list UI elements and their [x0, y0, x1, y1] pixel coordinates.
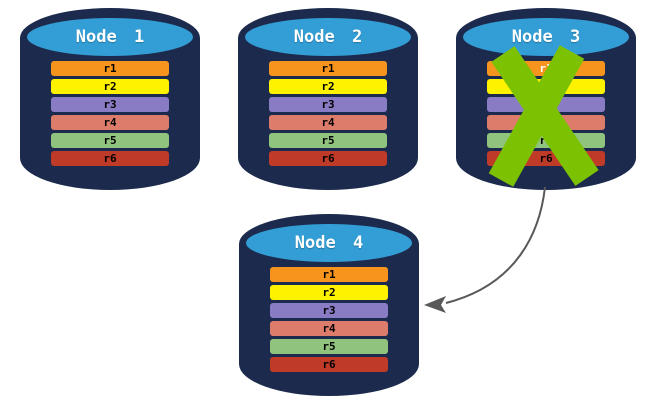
replica-row: r5: [269, 133, 387, 148]
node-2: Node 2 r1 r2 r3 r4 r5 r6: [238, 8, 418, 192]
replica-row: r3: [269, 97, 387, 112]
replica-row: r2: [51, 79, 169, 94]
replica-row-list: r1 r2 r3 r4 r5 r6: [51, 61, 169, 169]
replica-row: r6: [269, 151, 387, 166]
cylinder-lid: [246, 224, 412, 262]
replica-row: r3: [270, 303, 388, 318]
replica-row: r5: [270, 339, 388, 354]
replica-row: r2: [269, 79, 387, 94]
replica-row: r4: [270, 321, 388, 336]
x-stroke-b: [488, 45, 585, 187]
cylinder-lid: [27, 18, 193, 56]
replica-row: r5: [51, 133, 169, 148]
arrow-curve: [445, 186, 546, 304]
replica-row: r4: [269, 115, 387, 130]
replica-row: r6: [51, 151, 169, 166]
cylinder-lid: [245, 18, 411, 56]
cylinder-lid: [463, 18, 629, 56]
node-4: Node 4 r1 r2 r3 r4 r5 r6: [239, 214, 419, 398]
node-1: Node 1 r1 r2 r3 r4 r5 r6: [20, 8, 200, 192]
replica-row: r2: [270, 285, 388, 300]
arrowhead-icon: [424, 296, 446, 313]
replica-row: r3: [51, 97, 169, 112]
replica-row-list: r1 r2 r3 r4 r5 r6: [269, 61, 387, 169]
node-title: Node 1: [75, 27, 145, 47]
replica-row: r4: [51, 115, 169, 130]
node-title: Node 3: [511, 27, 581, 47]
replica-row: r1: [270, 267, 388, 282]
replica-row: r1: [51, 61, 169, 76]
replica-row-list: r1 r2 r3 r4 r5 r6: [270, 267, 388, 375]
failure-x-icon: [488, 45, 599, 187]
node-title: Node 4: [294, 233, 364, 253]
replica-row: r1: [269, 61, 387, 76]
replica-row: r6: [270, 357, 388, 372]
node-title: Node 2: [293, 27, 363, 47]
